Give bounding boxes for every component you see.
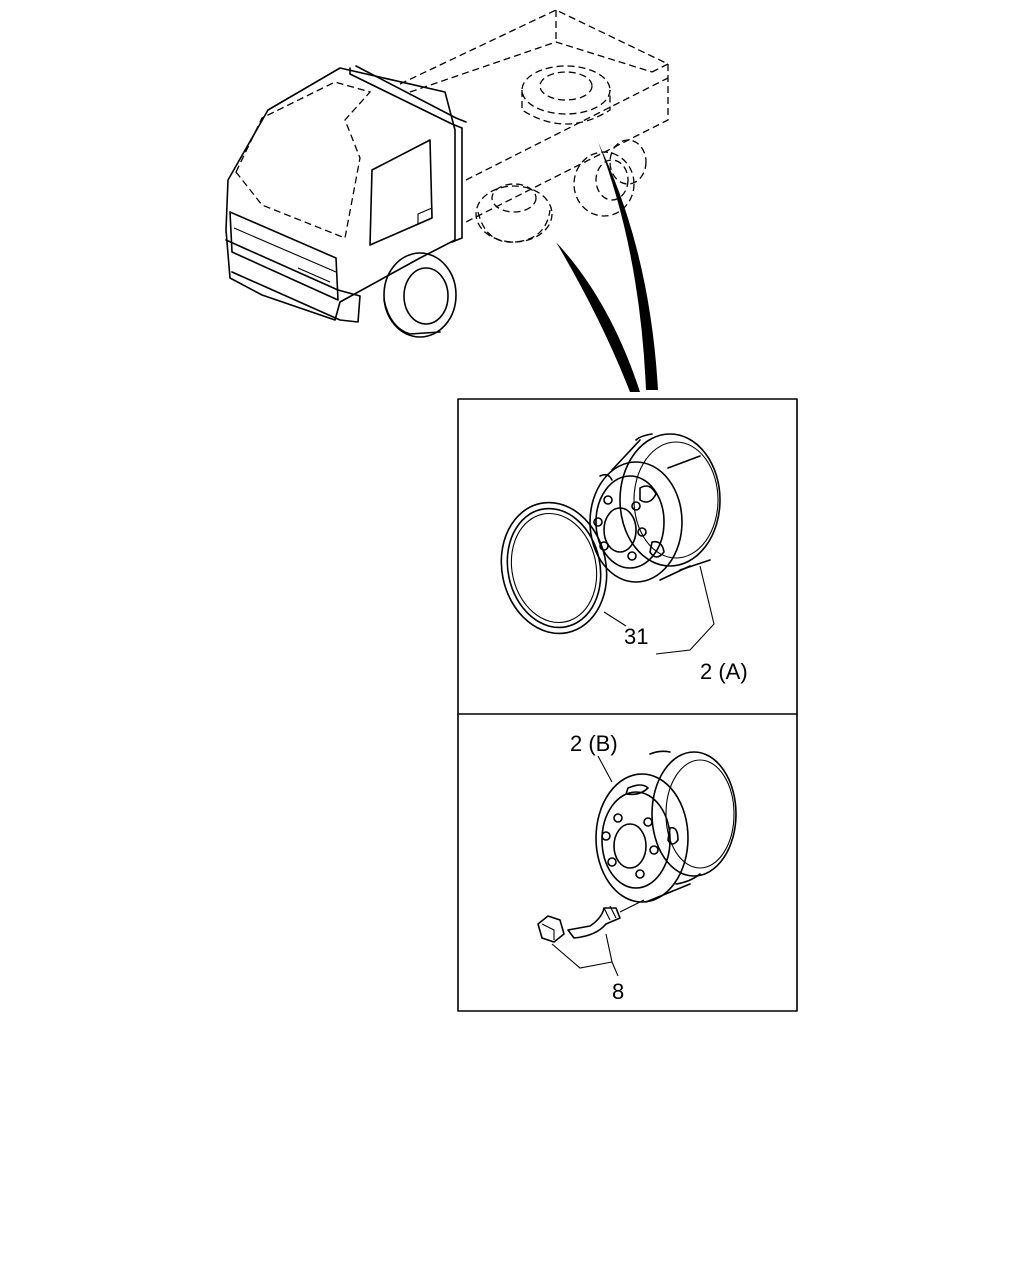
callout-label-31: 31 bbox=[624, 624, 648, 649]
callout-line-31 bbox=[603, 611, 627, 627]
leader-arrows bbox=[556, 142, 658, 392]
callout-label-2b: 2 (B) bbox=[570, 731, 618, 756]
callout-line-2a bbox=[655, 565, 715, 655]
wheel-b-drawing bbox=[595, 750, 737, 903]
truck-illustration bbox=[225, 9, 669, 338]
detail-box bbox=[457, 398, 798, 1012]
callout-line-8-stem bbox=[611, 961, 619, 977]
callout-label-8: 8 bbox=[612, 979, 624, 1004]
callout-label-2a: 2 (A) bbox=[700, 659, 748, 684]
callout-line-2b bbox=[597, 755, 613, 783]
wheel-a-drawing bbox=[500, 433, 721, 635]
callout-line-8 bbox=[551, 933, 613, 969]
valve-assembly bbox=[537, 899, 645, 943]
